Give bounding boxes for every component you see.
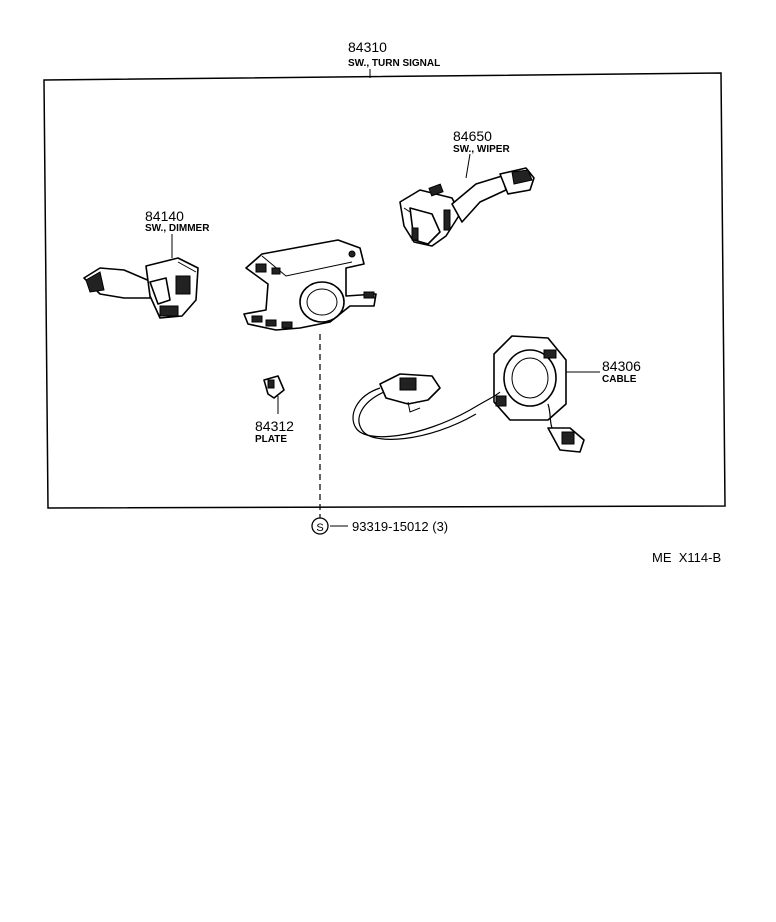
wiper-part-name: SW., WIPER [453,144,510,155]
screw-symbol-letter: S [316,522,323,534]
diagram-code: ME X114-B [652,550,721,565]
cable-part-number: 84306 [602,358,641,374]
screw-part-number: 93319-15012 (3) [352,519,448,534]
cable-drawing [352,335,585,453]
wiper-switch-drawing [399,167,535,247]
dimmer-part-number: 84140 [145,208,184,224]
dimmer-switch-drawing [83,257,199,319]
plate-part-number: 84312 [255,418,294,434]
assembly-boundary-box [43,72,726,509]
assembly-part-number: 84310 [348,39,387,55]
assembly-part-name: SW., TURN SIGNAL [348,58,440,69]
plate-part-name: PLATE [255,434,287,445]
cable-part-name: CABLE [602,374,637,385]
screw-symbol-circle [311,517,329,535]
wiper-leader-line [465,153,471,179]
wiper-part-number: 84650 [453,128,492,144]
dimmer-part-name: SW., DIMMER [145,223,210,234]
turn-signal-switch-body [243,239,377,331]
plate-drawing [263,375,285,414]
